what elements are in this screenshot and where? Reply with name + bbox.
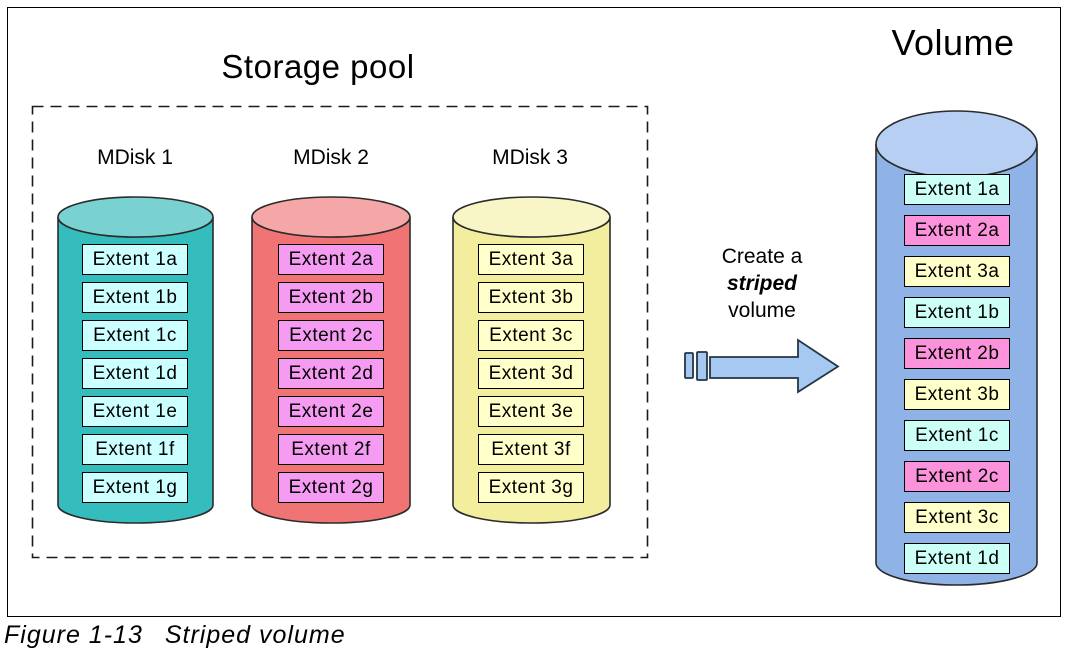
storage-pool-title: Storage pool	[221, 48, 415, 85]
extent-box-3e: Extent 3e	[478, 396, 584, 427]
extent-box-1e: Extent 1e	[82, 396, 188, 427]
extent-box-2e: Extent 2e	[278, 396, 384, 427]
create-striped-volume-label: Create a striped volume	[682, 243, 842, 324]
mdisk1-label: MDisk 1	[97, 146, 173, 169]
mdisk1-extent-stack: Extent 1a Extent 1b Extent 1c Extent 1d …	[82, 244, 188, 503]
volume-extent-box-3c: Extent 3c	[904, 502, 1010, 533]
extent-box-3b: Extent 3b	[478, 282, 584, 313]
figure-caption-number: Figure 1-13	[4, 621, 143, 649]
mdisk2-extent-stack: Extent 2a Extent 2b Extent 2c Extent 2d …	[278, 244, 384, 503]
extent-box-1g: Extent 1g	[82, 472, 188, 503]
extent-box-2f: Extent 2f	[278, 434, 384, 465]
extent-box-3f: Extent 3f	[478, 434, 584, 465]
volume-extent-box-3b: Extent 3b	[904, 379, 1010, 410]
volume-title: Volume	[891, 22, 1015, 63]
volume-extent-box-2c: Extent 2c	[904, 461, 1010, 492]
volume-extent-box-1d: Extent 1d	[904, 543, 1010, 574]
volume-extent-box-1c: Extent 1c	[904, 420, 1010, 451]
volume-extent-box-1a: Extent 1a	[904, 174, 1010, 205]
extent-box-2a: Extent 2a	[278, 244, 384, 275]
volume-extent-box-1b: Extent 1b	[904, 297, 1010, 328]
extent-box-2c: Extent 2c	[278, 320, 384, 351]
extent-box-1a: Extent 1a	[82, 244, 188, 275]
extent-box-3d: Extent 3d	[478, 358, 584, 389]
arrow-label-line2: striped	[726, 272, 797, 295]
extent-box-1f: Extent 1f	[82, 434, 188, 465]
mdisk3-label: MDisk 3	[492, 146, 568, 169]
extent-box-3g: Extent 3g	[478, 472, 584, 503]
mdisk3-extent-stack: Extent 3a Extent 3b Extent 3c Extent 3d …	[478, 244, 584, 503]
extent-box-2d: Extent 2d	[278, 358, 384, 389]
extent-box-1b: Extent 1b	[82, 282, 188, 313]
extent-box-1c: Extent 1c	[82, 320, 188, 351]
volume-extent-box-2b: Extent 2b	[904, 338, 1010, 369]
figure-caption: Figure 1-13 Striped volume	[4, 620, 346, 650]
mdisk2-label: MDisk 2	[293, 146, 369, 169]
extent-box-1d: Extent 1d	[82, 358, 188, 389]
arrow-label-line3: volume	[728, 299, 796, 322]
extent-box-3a: Extent 3a	[478, 244, 584, 275]
extent-box-3c: Extent 3c	[478, 320, 584, 351]
figure-caption-title: Striped volume	[164, 621, 346, 649]
extent-box-2b: Extent 2b	[278, 282, 384, 313]
volume-extent-box-2a: Extent 2a	[904, 215, 1010, 246]
arrow-label-line1: Create a	[721, 245, 803, 268]
volume-extent-box-3a: Extent 3a	[904, 256, 1010, 287]
volume-extent-stack: Extent 1a Extent 2a Extent 3a Extent 1b …	[904, 174, 1010, 574]
extent-box-2g: Extent 2g	[278, 472, 384, 503]
